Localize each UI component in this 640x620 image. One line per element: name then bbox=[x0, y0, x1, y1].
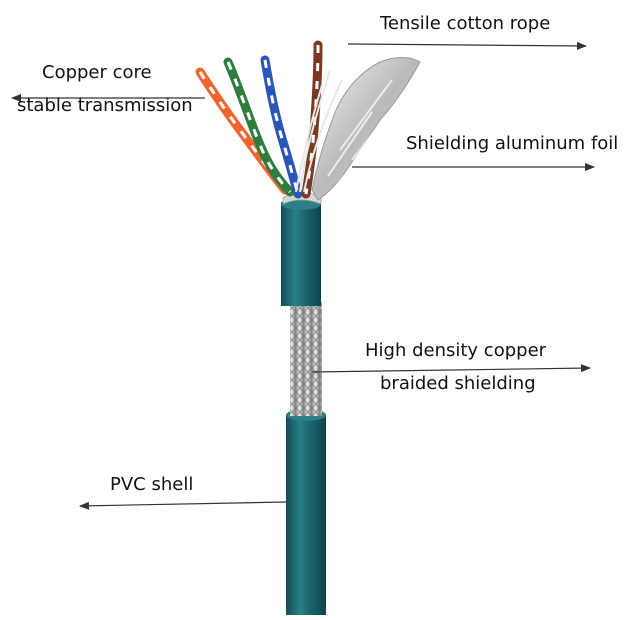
label-shielding-aluminum-foil: Shielding aluminum foil bbox=[406, 133, 619, 154]
aluminum-foil-shield bbox=[311, 57, 421, 201]
twisted-pair-green bbox=[223, 57, 295, 197]
arrow-tensile-rope bbox=[347, 41, 587, 50]
pvc-shell-upper bbox=[281, 202, 321, 306]
arrow-pvc-shell bbox=[79, 501, 287, 510]
twisted-pair-blue bbox=[260, 55, 303, 199]
twisted-pair-brown bbox=[301, 40, 323, 199]
label-pvc-shell: PVC shell bbox=[110, 474, 194, 495]
label-stable-transmission: stable transmission bbox=[17, 95, 193, 116]
arrow-braid-shield bbox=[311, 364, 591, 373]
label-high-density-copper: High density copper bbox=[365, 340, 547, 361]
label-braided-shielding: braided shielding bbox=[380, 373, 536, 394]
cotton-rope bbox=[295, 69, 343, 193]
label-tensile-cotton-rope: Tensile cotton rope bbox=[380, 13, 551, 34]
pvc-shell-lower bbox=[286, 414, 326, 615]
copper-braid-shield bbox=[290, 302, 322, 416]
label-copper-core: Copper core bbox=[42, 62, 152, 83]
